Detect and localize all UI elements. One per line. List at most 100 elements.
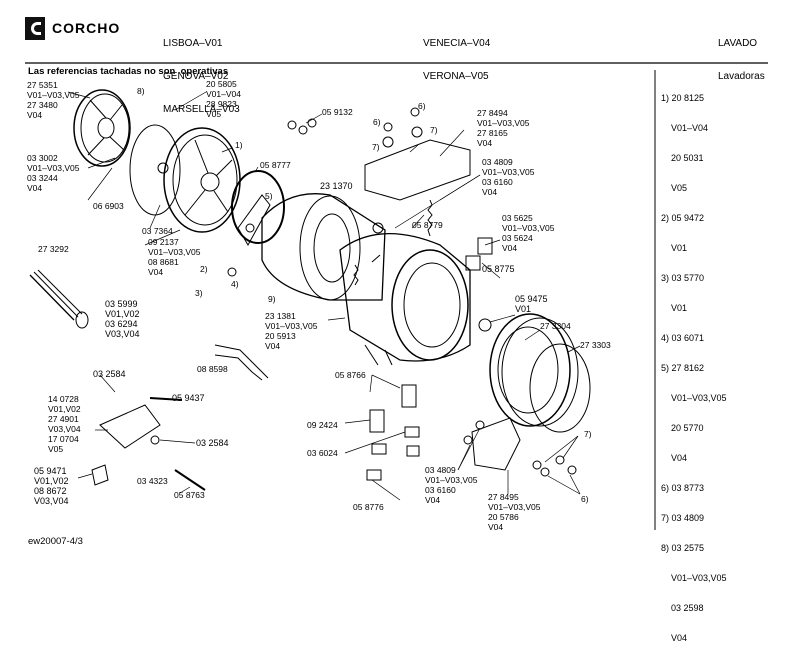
model-verona: VERONA–V05 [423, 71, 489, 82]
callout-6-left: 6) [373, 117, 381, 127]
part-label-088598: 08 8598 [197, 364, 228, 374]
motor-pulley-icon [75, 311, 89, 329]
motor-bracket-icon [99, 404, 161, 449]
part-label-036024: 03 6024 [307, 448, 338, 458]
clip-icon [149, 397, 183, 401]
spring-icon [427, 199, 433, 237]
brand-name: CORCHO [52, 20, 121, 36]
drive-belt-icon [29, 269, 83, 321]
part-label-032584-a: 03 2584 [93, 369, 126, 379]
callout-8: 8) [137, 86, 145, 96]
washer-icon [382, 136, 394, 148]
legend-line: 3) 03 5770 [661, 273, 705, 283]
brand-logo-mark [25, 17, 45, 40]
callout-7-bottom: 7) [584, 429, 592, 439]
model-marsella: MARSELLA–V03 [163, 104, 240, 115]
part-label-278495: 27 8495 V01–V03,V05 20 5786 V04 [488, 492, 541, 532]
drum-icon [261, 193, 386, 301]
legend-list: 1) 20 8125 V01–V04 20 5031 V05 2) 05 947… [661, 73, 727, 653]
exploded-parts-diagram [25, 62, 768, 530]
part-label-059437: 05 9437 [172, 393, 205, 403]
legend-line: V01–V03,V05 [661, 393, 727, 403]
part-label-059471: 05 9471 V01,V02 08 8672 V03,V04 [34, 466, 69, 506]
small-spring-icon [353, 264, 359, 286]
nut-icon [532, 460, 542, 470]
part-label-037364: 03 7364 [142, 226, 173, 236]
nut-icon [555, 455, 565, 465]
part-label-058779: 05 8779 [412, 220, 443, 230]
rear-bracket-icon [129, 124, 181, 216]
legend-line: V01–V04 [661, 123, 709, 133]
legend-line: V01–V03,V05 [661, 573, 727, 583]
part-label-231370: 23 1370 [320, 181, 353, 191]
washer-icon [540, 467, 550, 477]
legend-line: 4) 03 6071 [661, 333, 705, 343]
legend-line: 2) 05 9472 [661, 213, 705, 223]
part-label-034809-top: 03 4809 V01–V03,V05 03 6160 V04 [482, 157, 535, 197]
part-label-034323: 03 4323 [137, 476, 168, 486]
nut-icon [410, 107, 420, 117]
part-label-058777: 05 8777 [260, 160, 291, 170]
part-label-032584-b: 03 2584 [196, 438, 229, 448]
part-label-275351: 27 5351 V01–V03,V05 27 3480 V04 [27, 80, 80, 120]
bolt-icon [150, 435, 160, 445]
part-label-058775: 05 8775 [482, 264, 515, 274]
callout-2: 2) [200, 264, 208, 274]
shock-absorber-icon [91, 464, 109, 486]
callout-4: 4) [231, 279, 239, 289]
part-label-092137: 09 2137 V01–V03,V05 08 8681 V04 [148, 237, 201, 277]
footer-code: ew20007-4/3 [28, 536, 83, 547]
legend-line: V01 [661, 303, 688, 313]
screw-icon [298, 125, 308, 135]
legend-line: 5) 27 8162 [661, 363, 705, 373]
part-label-140728: 14 0728 V01,V02 27 4901 V03,V04 17 0704 … [48, 394, 81, 454]
models-col2: VENECIA–V04 VERONA–V05 [423, 16, 490, 93]
seal-ring-icon [231, 170, 285, 244]
upper-counterweight-icon [364, 139, 471, 201]
part-label-273304: 27 3304 [540, 321, 571, 331]
plug-icon [478, 318, 492, 332]
legend-line: 1) 20 8125 [661, 93, 705, 103]
nut-icon [475, 420, 485, 430]
lower-counterweight-icon [471, 417, 521, 471]
front-ring-icon [529, 343, 591, 433]
part-label-059475: 05 9475 V01 [515, 294, 548, 314]
cap-icon [477, 237, 493, 255]
pulley-icon [73, 89, 131, 167]
model-genova: GENOVA–V02 [163, 71, 229, 82]
washer-icon [567, 465, 577, 475]
model-venecia: VENECIA–V04 [423, 38, 491, 49]
connector-icon [371, 443, 387, 455]
leader-lines [67, 91, 581, 501]
screw-icon [307, 118, 317, 128]
part-label-033002: 03 3002 V01–V03,V05 03 3244 V04 [27, 153, 80, 193]
part-label-092424: 09 2424 [307, 420, 338, 430]
part-label-058766: 05 8766 [335, 370, 366, 380]
legend-line: V05 [661, 183, 688, 193]
model-lisboa: LISBOA–V01 [163, 38, 223, 49]
callout-6-bottom: 6) [581, 494, 589, 504]
callout-7-left: 7) [372, 142, 380, 152]
connector-icon [404, 426, 420, 438]
part-label-066903: 06 6903 [93, 201, 124, 211]
door-gasket-icon [489, 313, 579, 427]
category-subtitle: Lavadoras [718, 71, 765, 82]
callout-9: 9) [268, 294, 276, 304]
part-label-273292: 27 3292 [38, 244, 69, 254]
part-label-278494: 27 8494 V01–V03,V05 27 8165 V04 [477, 108, 530, 148]
legend-line: 03 2598 [661, 603, 704, 613]
nut-icon [383, 122, 393, 132]
screw-icon [287, 120, 297, 130]
category: LAVADO Lavadoras [718, 16, 765, 93]
bracket-clip-icon [369, 409, 385, 433]
part-label-058776: 05 8776 [353, 502, 384, 512]
nut-icon [463, 435, 473, 445]
part-label-035625: 03 5625 V01–V03,V05 03 5624 V04 [502, 213, 555, 253]
legend-line: V04 [661, 633, 688, 643]
cap-icon [465, 255, 481, 271]
part-label-035999: 03 5999 V01,V02 03 6294 V03,V04 [105, 299, 140, 339]
part-label-059132: 05 9132 [322, 107, 353, 117]
part-label-205805: 20 5805 V01–V04 28 9823 V05 [206, 79, 241, 119]
legend-line: 6) 03 8773 [661, 483, 705, 493]
callout-1: 1) [235, 140, 243, 150]
